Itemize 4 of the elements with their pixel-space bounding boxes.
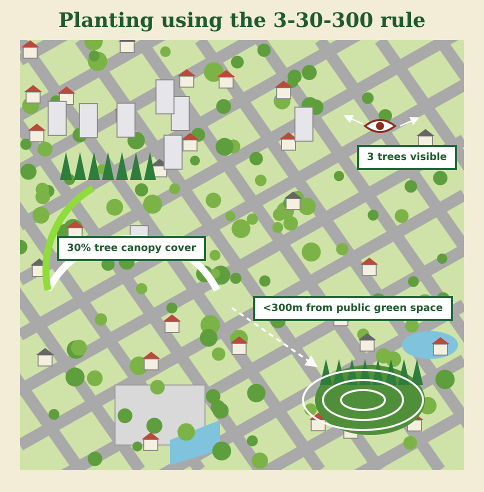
callout-label: <300m from public green space bbox=[253, 296, 453, 321]
callout-label: 30% tree canopy cover bbox=[57, 236, 206, 261]
callout-label: 3 trees visible bbox=[357, 145, 457, 170]
title: Planting using the 3-30-300 rule bbox=[57, 8, 427, 32]
